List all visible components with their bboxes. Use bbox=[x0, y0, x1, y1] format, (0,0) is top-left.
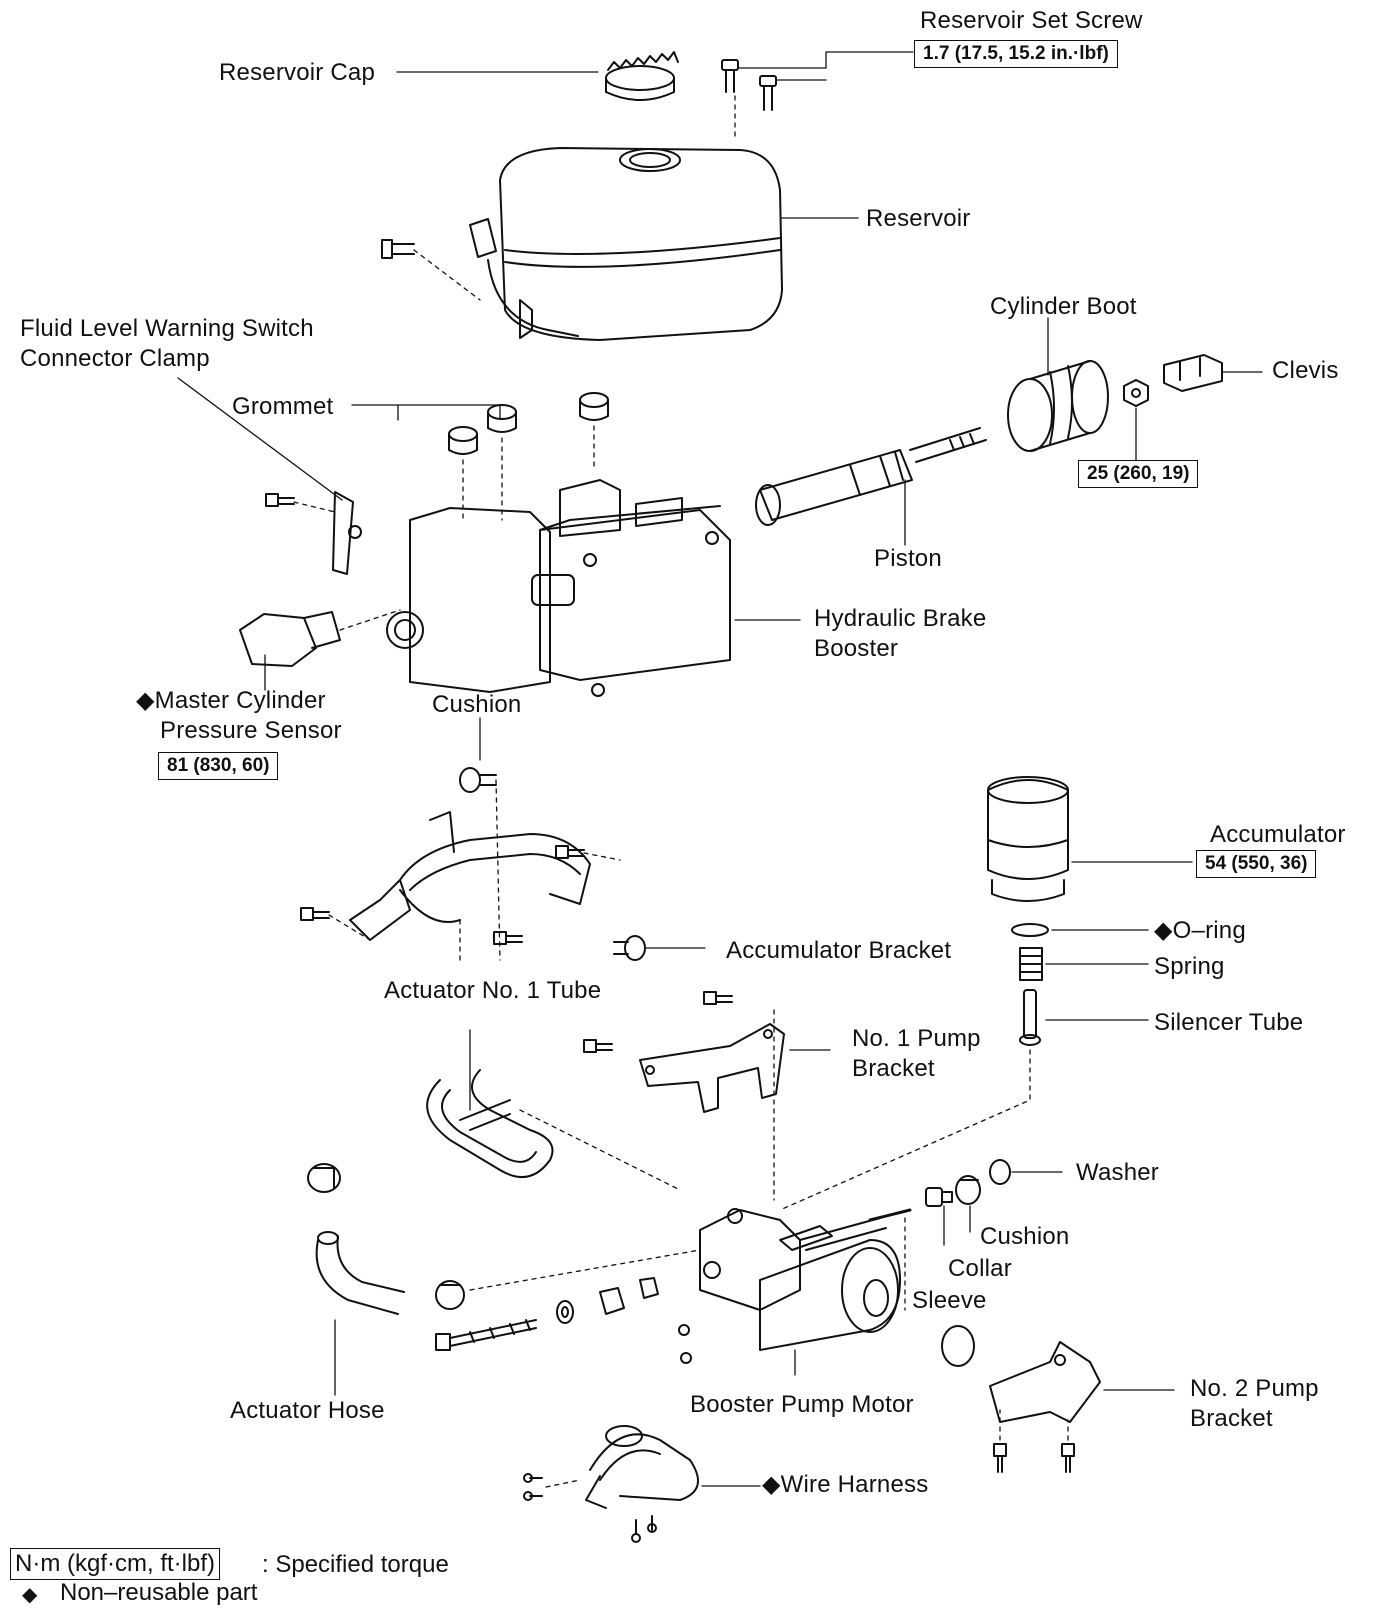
label-cushion-top: Cushion bbox=[432, 691, 522, 718]
label-actuator-hose: Actuator Hose bbox=[230, 1397, 385, 1424]
label-o-ring: ◆O–ring bbox=[1154, 917, 1246, 944]
piston-part bbox=[755, 427, 987, 526]
label-clevis: Clevis bbox=[1272, 357, 1339, 384]
clevis-part bbox=[1163, 354, 1223, 392]
cylinder-boot-part bbox=[1007, 360, 1109, 452]
label-booster: Booster bbox=[814, 635, 899, 662]
hydraulic-brake-booster-part bbox=[386, 479, 731, 697]
legend-torque-text: : Specified torque bbox=[262, 1551, 449, 1578]
label-master-cylinder: ◆Master Cylinder bbox=[136, 687, 326, 714]
torque-clevis-nut: 25 (260, 19) bbox=[1078, 460, 1199, 488]
silencer-tube-part bbox=[1019, 989, 1041, 1046]
collar-part bbox=[925, 1187, 953, 1207]
torque-accumulator: 54 (550, 36) bbox=[1196, 850, 1317, 878]
label-cylinder-boot: Cylinder Boot bbox=[990, 293, 1137, 320]
reservoir-cap-part bbox=[605, 51, 679, 101]
legend-torque-box: N·m (kgf·cm, ft·lbf) bbox=[10, 1548, 220, 1580]
pressure-sensor-part bbox=[239, 611, 341, 667]
label-connector-clamp: Connector Clamp bbox=[20, 345, 210, 372]
label-spring: Spring bbox=[1154, 953, 1225, 980]
hose-clamp-part bbox=[307, 1163, 341, 1193]
reservoir-set-screws bbox=[721, 59, 777, 111]
label-washer: Washer bbox=[1076, 1159, 1159, 1186]
spring-part bbox=[1019, 947, 1043, 981]
harness-screws bbox=[523, 1473, 657, 1543]
label-no1-pump: No. 1 Pump bbox=[852, 1025, 981, 1052]
label-grommet: Grommet bbox=[232, 393, 334, 420]
bolt-washer-part bbox=[556, 1277, 659, 1324]
label-hydraulic-brake: Hydraulic Brake bbox=[814, 605, 987, 632]
label-booster-pump-motor: Booster Pump Motor bbox=[690, 1391, 914, 1418]
legend-nonreusable-text: Non–reusable part bbox=[60, 1579, 258, 1606]
label-fluid-level-switch: Fluid Level Warning Switch bbox=[20, 315, 314, 342]
cushion-lower-part bbox=[955, 1175, 981, 1205]
label-accumulator-bracket: Accumulator Bracket bbox=[726, 937, 952, 964]
hose-clamp-lower-part bbox=[435, 1280, 465, 1310]
small-nuts bbox=[678, 1324, 692, 1364]
label-collar: Collar bbox=[948, 1255, 1012, 1282]
label-pressure-sensor: Pressure Sensor bbox=[160, 717, 342, 744]
actuator-tube-part bbox=[426, 1069, 554, 1179]
no2-bracket-bolts bbox=[993, 1443, 1075, 1473]
grommet-parts bbox=[448, 392, 609, 455]
label-reservoir: Reservoir bbox=[866, 205, 971, 232]
booster-pump-motor-part bbox=[699, 1208, 901, 1351]
pump-bracket-bolts bbox=[583, 991, 733, 1053]
label-cushion-bottom: Cushion bbox=[980, 1223, 1070, 1250]
label-actuator-tube: Actuator No. 1 Tube bbox=[384, 977, 602, 1004]
connector-clamp-part bbox=[332, 491, 362, 575]
no1-pump-bracket-part bbox=[639, 1023, 785, 1113]
label-wire-harness: ◆Wire Harness bbox=[762, 1471, 929, 1498]
reservoir-bolt bbox=[381, 239, 415, 259]
actuator-tube-bracket-part bbox=[349, 811, 591, 941]
actuator-hose-part bbox=[315, 1231, 405, 1315]
accumulator-part bbox=[987, 776, 1069, 902]
label-sleeve: Sleeve bbox=[912, 1287, 987, 1314]
label-no2-bracket: Bracket bbox=[1190, 1405, 1273, 1432]
label-reservoir-set-screw: Reservoir Set Screw bbox=[920, 7, 1143, 34]
label-piston: Piston bbox=[874, 545, 942, 572]
clamp-bolt bbox=[265, 493, 295, 507]
label-no1-bracket: Bracket bbox=[852, 1055, 935, 1082]
o-ring-part bbox=[1011, 923, 1049, 937]
torque-pressure-sensor: 81 (830, 60) bbox=[158, 752, 279, 780]
accumulator-bracket-bolt bbox=[613, 935, 646, 961]
no2-pump-bracket-part bbox=[941, 1325, 1101, 1423]
reservoir-part bbox=[469, 147, 783, 341]
label-no2-pump: No. 2 Pump bbox=[1190, 1375, 1319, 1402]
label-reservoir-cap: Reservoir Cap bbox=[219, 59, 375, 86]
label-silencer-tube: Silencer Tube bbox=[1154, 1009, 1304, 1036]
bracket-bolts bbox=[300, 845, 585, 945]
washer-part bbox=[989, 1159, 1011, 1185]
wire-harness-part bbox=[585, 1425, 699, 1509]
cushion-top-part bbox=[459, 767, 497, 793]
label-accumulator: Accumulator bbox=[1210, 821, 1346, 848]
long-bolt-part bbox=[435, 1319, 537, 1351]
clevis-nut-part bbox=[1123, 379, 1149, 407]
legend-nonreusable-symbol: ◆ bbox=[22, 1584, 38, 1606]
torque-set-screw: 1.7 (17.5, 15.2 in.·lbf) bbox=[914, 40, 1118, 68]
